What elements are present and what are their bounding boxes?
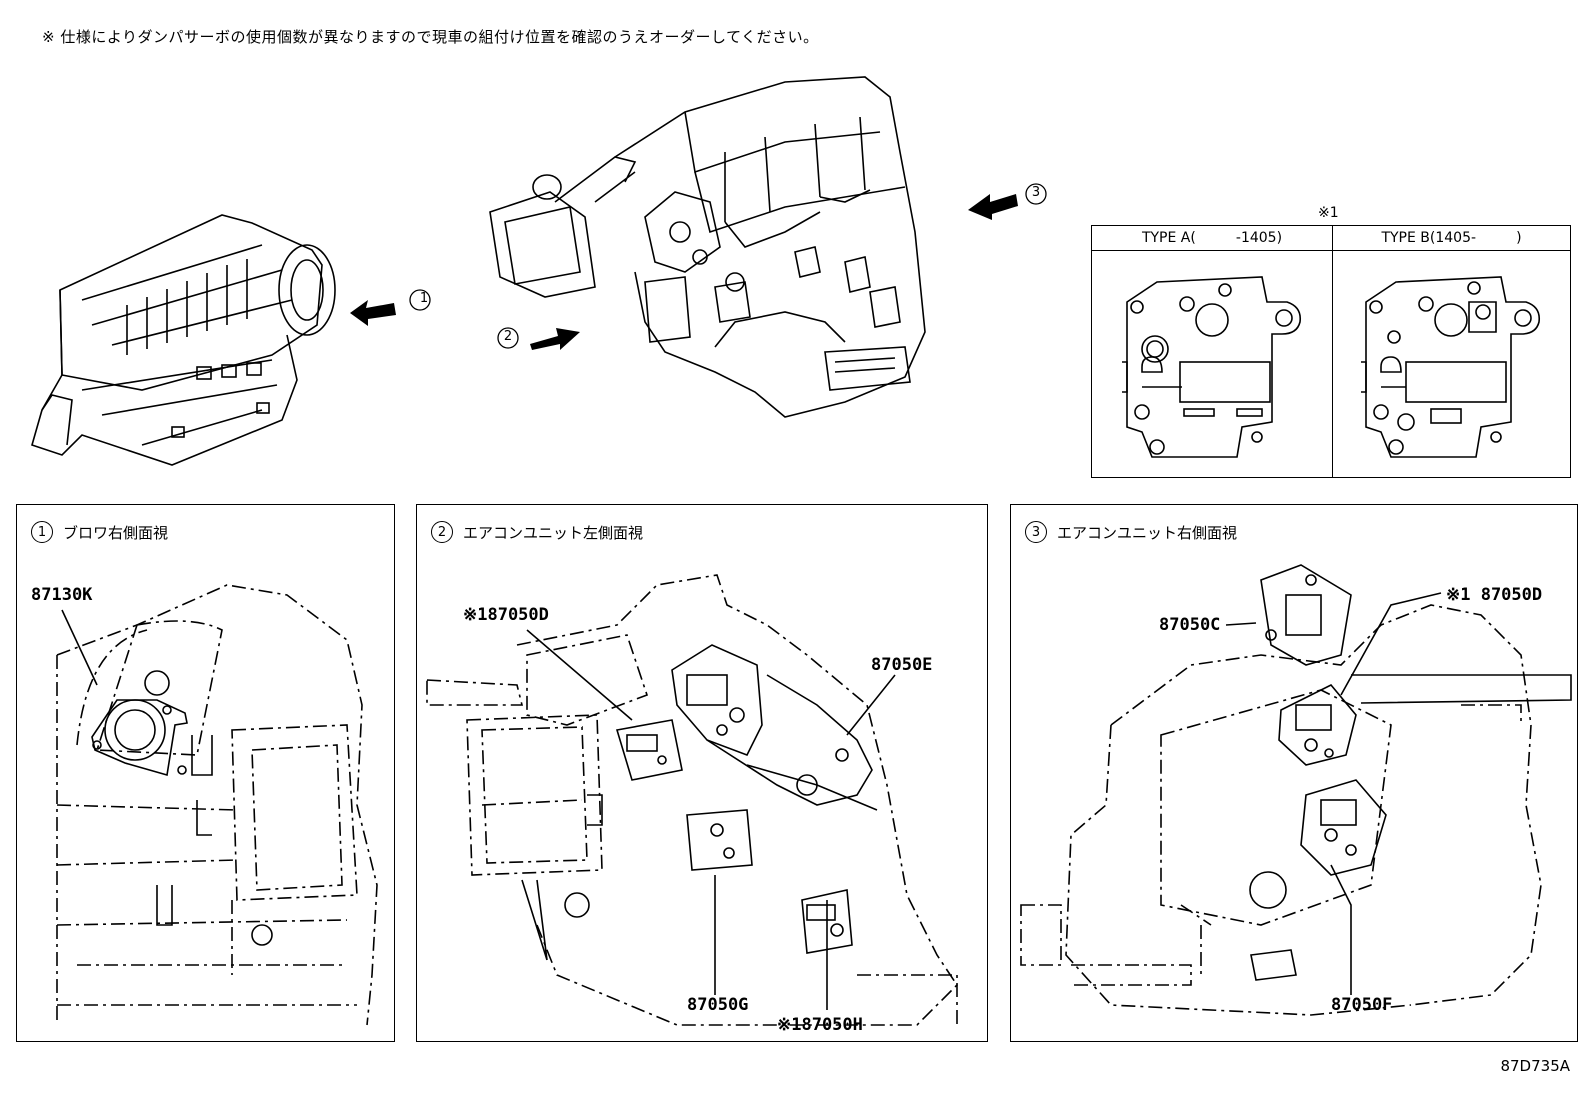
- part-87050G: 87050G: [687, 995, 749, 1015]
- type-b-label: TYPE B(1405- ): [1333, 226, 1570, 251]
- type-b-column: TYPE B(1405- ): [1333, 226, 1570, 477]
- type-a-label: TYPE A( -1405): [1092, 226, 1332, 251]
- part-87050F: 87050F: [1331, 995, 1393, 1015]
- ac-left-side-view-drawing: [426, 574, 959, 1026]
- type-mark: ※1: [1318, 205, 1339, 221]
- view-2-label: エアコンユニット左側面視: [463, 523, 644, 542]
- part-87050D-left: ※187050D: [463, 605, 549, 625]
- view-3-number: 3: [1025, 521, 1047, 543]
- view-1-label: ブロワ右側面視: [63, 523, 169, 542]
- part-87050C: 87050C: [1159, 615, 1221, 635]
- part-87130K: 87130K: [31, 585, 93, 605]
- view-panel-2: 2 エアコンユニット左側面視 ※187050D 87050E 87050G ※1…: [416, 504, 988, 1042]
- view-panel-3: 3 エアコンユニット右側面視 87050C ※1 87050D 87050F: [1010, 504, 1578, 1042]
- view-3-label: エアコンユニット右側面視: [1057, 523, 1238, 542]
- blower-side-view-drawing: [56, 584, 378, 1026]
- blower-assembly-illustration: [31, 214, 336, 466]
- servo-type-table: TYPE A( -1405) TYPE B(1405- ): [1091, 225, 1571, 478]
- ac-unit-illustration: [489, 76, 926, 418]
- order-note: ※ 仕様によりダンパサーボの使用個数が異なりますので現車の組付け位置を確認のうえ…: [42, 28, 819, 46]
- arrow-3-label: 3: [1031, 185, 1041, 200]
- view-2-title: 2 エアコンユニット左側面視: [431, 521, 643, 543]
- view-3-title: 3 エアコンユニット右側面視: [1025, 521, 1237, 543]
- arrow-1-label: 1: [419, 291, 429, 306]
- view-2-number: 2: [431, 521, 453, 543]
- arrow-3: [968, 183, 1047, 220]
- view-1-title: 1 ブロワ右側面視: [31, 521, 168, 543]
- type-b-servo-drawing: [1361, 276, 1541, 458]
- type-a-column: TYPE A( -1405): [1092, 226, 1333, 477]
- arrow-2-label: 2: [503, 329, 513, 344]
- type-a-servo-drawing: [1122, 276, 1302, 458]
- view-panel-1: 1 ブロワ右側面視 87130K: [16, 504, 395, 1042]
- arrow-2: [497, 327, 580, 350]
- diagram-reference-number: 87D735A: [1500, 1057, 1570, 1075]
- part-87050D-right: ※1 87050D: [1446, 585, 1543, 605]
- view-1-number: 1: [31, 521, 53, 543]
- arrow-1: [350, 289, 431, 326]
- part-87050E: 87050E: [871, 655, 933, 675]
- ac-right-side-view-drawing: [1020, 564, 1572, 1016]
